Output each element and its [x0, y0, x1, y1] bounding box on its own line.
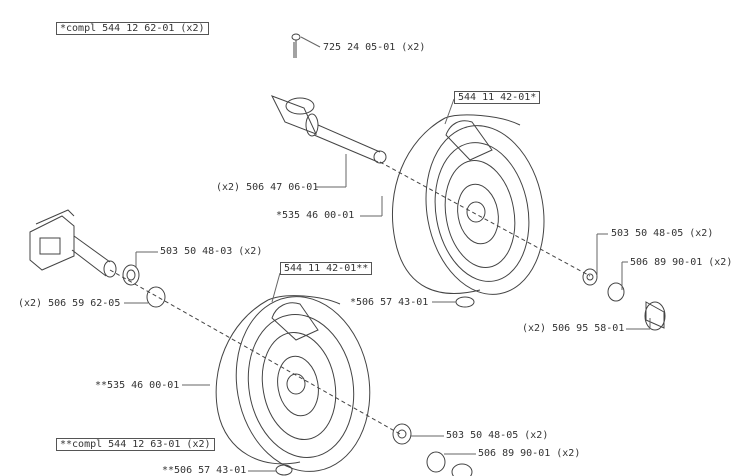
- callout-tire-bottom: **535 46 00-01: [95, 380, 180, 391]
- callout-pin-mid: *506 57 43-01: [350, 297, 429, 308]
- callout-clip-top: 506 89 90-01 (x2): [630, 257, 733, 268]
- axle-sleeve-part: [270, 95, 387, 164]
- axle-bracket-part: [29, 209, 117, 278]
- callout-axle: (x2) 506 47 06-01: [216, 182, 319, 193]
- callout-bushing-left: 503 50 48-03 (x2): [160, 246, 263, 257]
- callout-wheel-top: 544 11 42-01*: [454, 91, 541, 104]
- callout-pin-bottom: **506 57 43-01: [162, 465, 247, 476]
- callout-cap-top: (x2) 506 95 58-01: [522, 323, 625, 334]
- axis-line-bottom: [109, 269, 401, 435]
- bottom-bushings: [122, 264, 166, 308]
- assembly-title-top: *compl 544 12 62-01 (x2): [56, 22, 209, 35]
- callout-bolt: 725 24 05-01 (x2): [323, 42, 426, 53]
- bottom-wheel-part: [215, 295, 371, 472]
- callout-spacer-left: (x2) 506 59 62-05: [18, 298, 121, 309]
- top-hub-hardware: [582, 268, 666, 331]
- bottom-hub-hardware: [275, 296, 475, 476]
- callout-wheel-bottom: 544 11 42-01**: [280, 262, 373, 275]
- callout-washer-top: 503 50 48-05 (x2): [611, 228, 714, 239]
- assembly-title-bottom: **compl 544 12 63-01 (x2): [56, 438, 215, 451]
- top-wheel-part: [391, 114, 545, 295]
- bolt-part: [291, 33, 301, 58]
- leader-lines: [124, 36, 651, 472]
- callout-clip-bottom: 506 89 90-01 (x2): [478, 448, 581, 459]
- axis-line-top: [379, 161, 591, 277]
- callout-washer-bottom: 503 50 48-05 (x2): [446, 430, 549, 441]
- callout-tire-top: *535 46 00-01: [276, 210, 355, 221]
